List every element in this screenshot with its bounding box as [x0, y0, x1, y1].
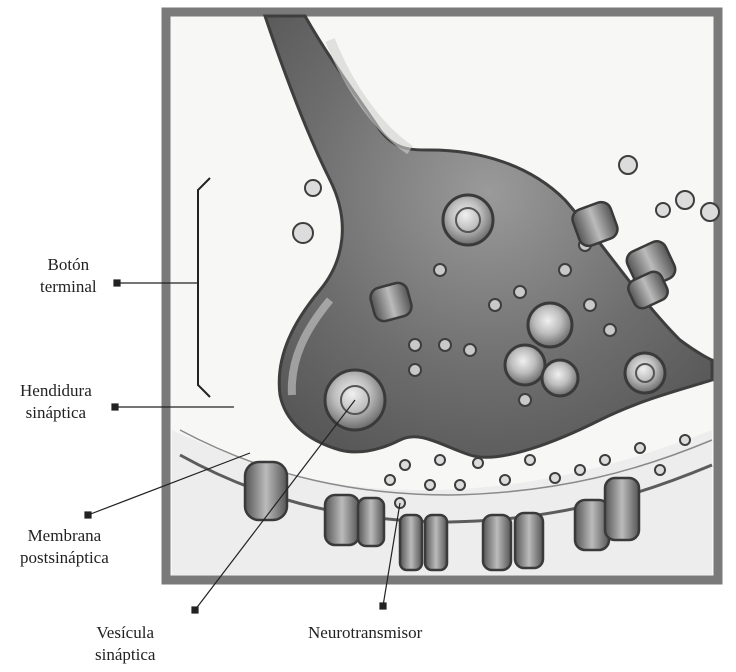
label-boton-terminal: Botón terminal [40, 254, 97, 298]
vesicle [443, 195, 493, 245]
label-hendidura-sinaptica: Hendidura sináptica [20, 380, 92, 424]
vesicle [505, 345, 545, 385]
vesicle [625, 353, 665, 393]
vesicle [542, 360, 578, 396]
vesicle [528, 303, 572, 347]
label-membrana-postsinaptica: Membrana postsináptica [20, 525, 109, 569]
label-vesicula-sinaptica: Vesícula sináptica [95, 622, 155, 666]
label-neurotransmisor: Neurotransmisor [308, 622, 422, 644]
